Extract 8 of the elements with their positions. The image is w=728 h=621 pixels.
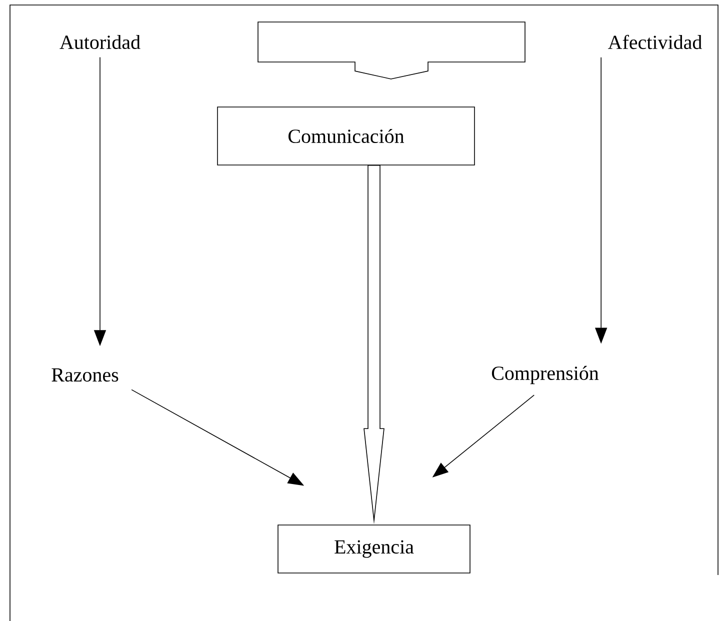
process-box: Exigencia xyxy=(278,524,470,574)
process-box: Comunicación xyxy=(217,106,475,166)
arrow xyxy=(364,165,384,524)
label-text: Razones xyxy=(52,368,118,382)
label-text: Comprensión xyxy=(492,366,599,384)
block-arrow xyxy=(258,22,526,80)
label-text: Afectividad xyxy=(608,34,702,50)
label-text: Autoridad xyxy=(60,34,140,50)
